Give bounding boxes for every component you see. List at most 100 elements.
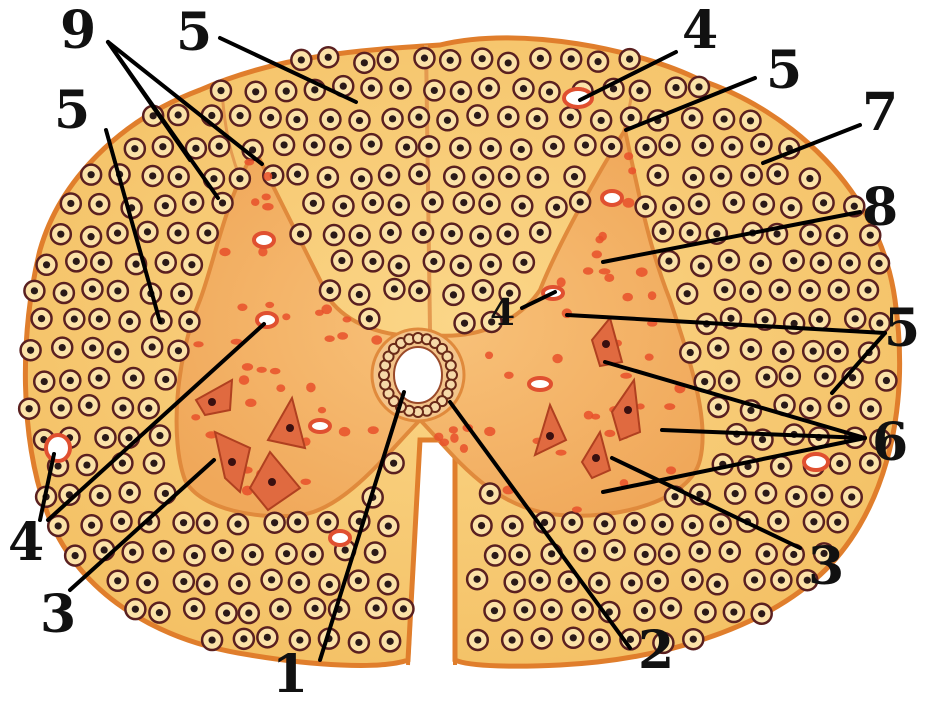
nerve-fiber-icon [499, 167, 519, 187]
nerve-fiber-icon [120, 482, 140, 502]
nerve-fiber-icon [389, 195, 409, 215]
glial-nucleus [270, 368, 281, 374]
nerve-fiber-icon [689, 194, 709, 214]
nerve-fiber-icon [683, 167, 703, 187]
nerve-fiber-icon [498, 224, 518, 244]
nerve-fiber-icon [419, 136, 439, 156]
nerve-fiber-icon [150, 426, 170, 446]
nerve-fiber-icon [361, 78, 381, 98]
nerve-fiber-icon [635, 544, 655, 564]
glial-nucleus [324, 335, 334, 342]
nerve-fiber-icon [547, 197, 567, 217]
nerve-fiber-icon [514, 252, 534, 272]
nerve-fiber-icon [800, 224, 820, 244]
nerve-fiber-icon [82, 279, 102, 299]
blood-vessel-icon [257, 313, 277, 327]
nerve-fiber-icon [602, 137, 622, 157]
label-5-right: 5 [884, 298, 920, 359]
glial-nucleus [648, 291, 656, 300]
nerve-fiber-icon [359, 309, 379, 329]
nerve-fiber-icon [635, 601, 655, 621]
nerve-fiber-icon [350, 111, 370, 131]
nerve-fiber-icon [696, 602, 716, 622]
nerve-fiber-icon [680, 223, 700, 243]
nerve-fiber-icon [409, 164, 429, 184]
nerve-fiber-icon [108, 223, 128, 243]
nerve-fiber-icon [527, 109, 547, 129]
nerve-fiber-icon [542, 600, 562, 620]
nerve-fiber-icon [153, 137, 173, 157]
nerve-fiber-icon [319, 574, 339, 594]
nerve-fiber-icon [653, 221, 673, 241]
nerve-fiber-icon [725, 484, 745, 504]
nerve-fiber-icon [528, 167, 548, 187]
neuron-nucleus [268, 478, 276, 486]
nerve-fiber-icon [171, 284, 191, 304]
nerve-fiber-icon [444, 167, 464, 187]
nerve-fiber-icon [719, 371, 739, 391]
glial-nucleus [339, 427, 350, 437]
nerve-fiber-icon [689, 77, 709, 97]
nerve-fiber-icon [440, 50, 460, 70]
nerve-fiber-icon [876, 371, 896, 391]
label-4-left: 4 [8, 512, 44, 573]
nerve-fiber-icon [277, 544, 297, 564]
nerve-fiber-icon [422, 192, 442, 212]
nerve-fiber-icon [757, 367, 777, 387]
nerve-fiber-icon [562, 512, 582, 532]
nerve-fiber-icon [502, 630, 522, 650]
label-4-top: 4 [682, 0, 718, 61]
nerve-fiber-icon [648, 571, 668, 591]
nerve-fiber-icon [184, 599, 204, 619]
nerve-fiber-icon [239, 603, 259, 623]
glial-nucleus [604, 430, 615, 437]
nerve-fiber-icon [183, 192, 203, 212]
glial-nucleus [306, 383, 316, 393]
nerve-fiber-icon [498, 107, 518, 127]
glial-nucleus [592, 250, 602, 258]
nerve-fiber-icon [174, 513, 194, 533]
nerve-fiber-icon [120, 312, 140, 332]
nerve-fiber-icon [479, 78, 499, 98]
nerve-fiber-icon [680, 343, 700, 363]
nerve-fiber-icon [289, 572, 309, 592]
nerve-fiber-icon [174, 572, 194, 592]
nerve-fiber-icon [246, 82, 266, 102]
nerve-fiber-icon [648, 165, 668, 185]
nerve-fiber-icon [532, 628, 552, 648]
nerve-fiber-icon [365, 542, 385, 562]
nerve-fiber-icon [217, 603, 237, 623]
glial-nucleus [282, 313, 290, 320]
nerve-fiber-icon [363, 193, 383, 213]
nerve-fiber-icon [480, 194, 500, 214]
nerve-fiber-icon [515, 600, 535, 620]
nerve-fiber-icon [804, 512, 824, 532]
label-9: 9 [60, 0, 96, 61]
nerve-fiber-icon [303, 544, 323, 564]
nerve-fiber-icon [719, 250, 739, 270]
nerve-fiber-icon [812, 485, 832, 505]
nerve-fiber-icon [442, 224, 462, 244]
nerve-fiber-icon [320, 109, 340, 129]
nerve-fiber-icon [575, 541, 595, 561]
nerve-fiber-icon [108, 342, 128, 362]
nerve-fiber-icon [711, 166, 731, 186]
nerve-fiber-icon [480, 483, 500, 503]
nerve-fiber-icon [800, 281, 820, 301]
nerve-fiber-icon [81, 165, 101, 185]
nerve-fiber-icon [413, 223, 433, 243]
nerve-fiber-icon [211, 81, 231, 101]
nerve-fiber-icon [784, 251, 804, 271]
nerve-fiber-icon [591, 110, 611, 130]
glial-nucleus [371, 335, 382, 344]
nerve-fiber-icon [803, 341, 823, 361]
nerve-fiber-icon [384, 279, 404, 299]
nerve-fiber-icon [752, 604, 772, 624]
nerve-fiber-icon [677, 284, 697, 304]
nerve-fiber-icon [800, 169, 820, 189]
nerve-fiber-icon [332, 251, 352, 271]
glial-nucleus [276, 384, 285, 392]
nerve-fiber-icon [498, 53, 518, 73]
nerve-fiber-icon [714, 109, 734, 129]
glial-nucleus [636, 267, 648, 277]
